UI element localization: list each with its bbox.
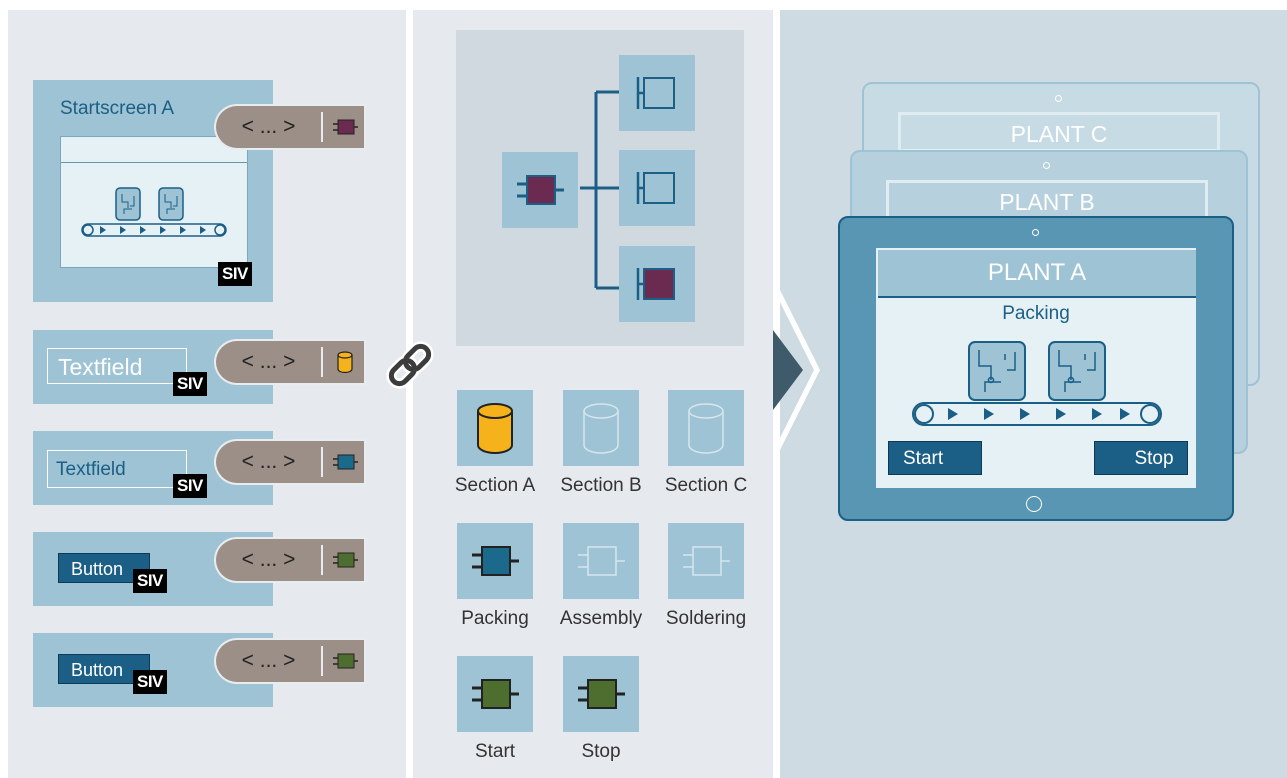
tile-label: Start — [474, 741, 516, 762]
structure-green-icon — [578, 679, 625, 709]
structure-blue-icon — [330, 441, 360, 483]
startscreen-title: Startscreen A — [60, 98, 175, 119]
conveyor-small-icon — [81, 187, 227, 237]
tag-connector-textfield-1[interactable]: < ... > — [216, 341, 364, 383]
siv-badge: SIV — [173, 474, 207, 498]
tile-label: Soldering — [665, 608, 747, 629]
siv-badge: SIV — [133, 670, 167, 694]
plant-b-header: PLANT B — [886, 180, 1208, 220]
siv-badge: SIV — [133, 569, 167, 593]
tag-placeholder: < ... > — [241, 649, 296, 672]
textfield-1[interactable]: Textfield — [47, 348, 187, 384]
database-outline-icon — [583, 403, 619, 454]
structure-outline-icon — [578, 546, 625, 576]
flow-arrow-icon — [773, 290, 820, 450]
tag-placeholder: < ... > — [241, 548, 296, 571]
plant-c-header: PLANT C — [898, 112, 1220, 152]
siv-badge: SIV — [218, 262, 252, 286]
structure-green-icon — [472, 679, 519, 709]
tile-label: Section A — [454, 475, 536, 496]
structure-green-icon — [330, 640, 360, 682]
tablet-camera — [1055, 95, 1062, 102]
preview-header — [61, 137, 247, 163]
tag-connector-startscreen[interactable]: < ... > — [216, 106, 364, 148]
tile-label: Packing — [461, 608, 529, 629]
tag-separator — [321, 347, 323, 377]
packing-tile[interactable] — [457, 523, 533, 599]
tablet-home-button[interactable] — [1026, 496, 1042, 512]
tag-separator — [321, 646, 323, 676]
tile-label: Assembly — [559, 608, 643, 629]
tag-separator — [321, 545, 323, 575]
section-c-tile[interactable] — [668, 390, 744, 466]
tablet-camera — [1032, 229, 1039, 236]
structure-outline-icon — [683, 546, 730, 576]
tag-placeholder: < ... > — [241, 115, 296, 138]
tag-separator — [321, 112, 323, 142]
tag-separator — [321, 447, 323, 477]
section-title: Packing — [1002, 303, 1070, 324]
tag-connector-button-1[interactable]: < ... > — [216, 539, 364, 581]
tile-label: Stop — [581, 741, 621, 762]
tag-placeholder: < ... > — [241, 450, 296, 473]
structure-green-icon — [330, 539, 360, 581]
plant-a-header: PLANT A — [878, 250, 1196, 298]
structure-purple-icon — [330, 106, 360, 148]
start-button[interactable]: Start — [888, 441, 982, 475]
textfield-2[interactable]: Textfield — [47, 450, 187, 488]
hierarchy-child-1[interactable] — [619, 55, 695, 131]
section-b-tile[interactable] — [563, 390, 639, 466]
assembly-tile[interactable] — [563, 523, 639, 599]
tile-label: Section B — [560, 475, 642, 496]
hierarchy-child-3[interactable] — [619, 246, 695, 322]
siv-badge: SIV — [173, 372, 207, 396]
start-tile[interactable] — [457, 656, 533, 732]
database-yellow-icon — [330, 341, 360, 383]
hierarchy-tree — [580, 90, 620, 290]
startscreen-preview — [60, 136, 248, 268]
soldering-tile[interactable] — [668, 523, 744, 599]
database-yellow-icon — [477, 403, 513, 455]
conveyor-icon — [912, 341, 1162, 426]
tag-placeholder: < ... > — [241, 350, 296, 373]
stop-tile[interactable] — [563, 656, 639, 732]
structure-blue-icon — [472, 546, 519, 576]
tag-connector-textfield-2[interactable]: < ... > — [216, 441, 364, 483]
hierarchy-child-2[interactable] — [619, 150, 695, 226]
tile-label: Section C — [664, 475, 748, 496]
section-a-tile[interactable] — [457, 390, 533, 466]
database-outline-icon — [688, 403, 724, 454]
hierarchy-root[interactable] — [502, 152, 578, 228]
tag-connector-button-2[interactable]: < ... > — [216, 640, 364, 682]
tablet-camera — [1043, 162, 1050, 169]
stop-button[interactable]: Stop — [1094, 441, 1188, 475]
chain-link-icon — [386, 341, 434, 389]
